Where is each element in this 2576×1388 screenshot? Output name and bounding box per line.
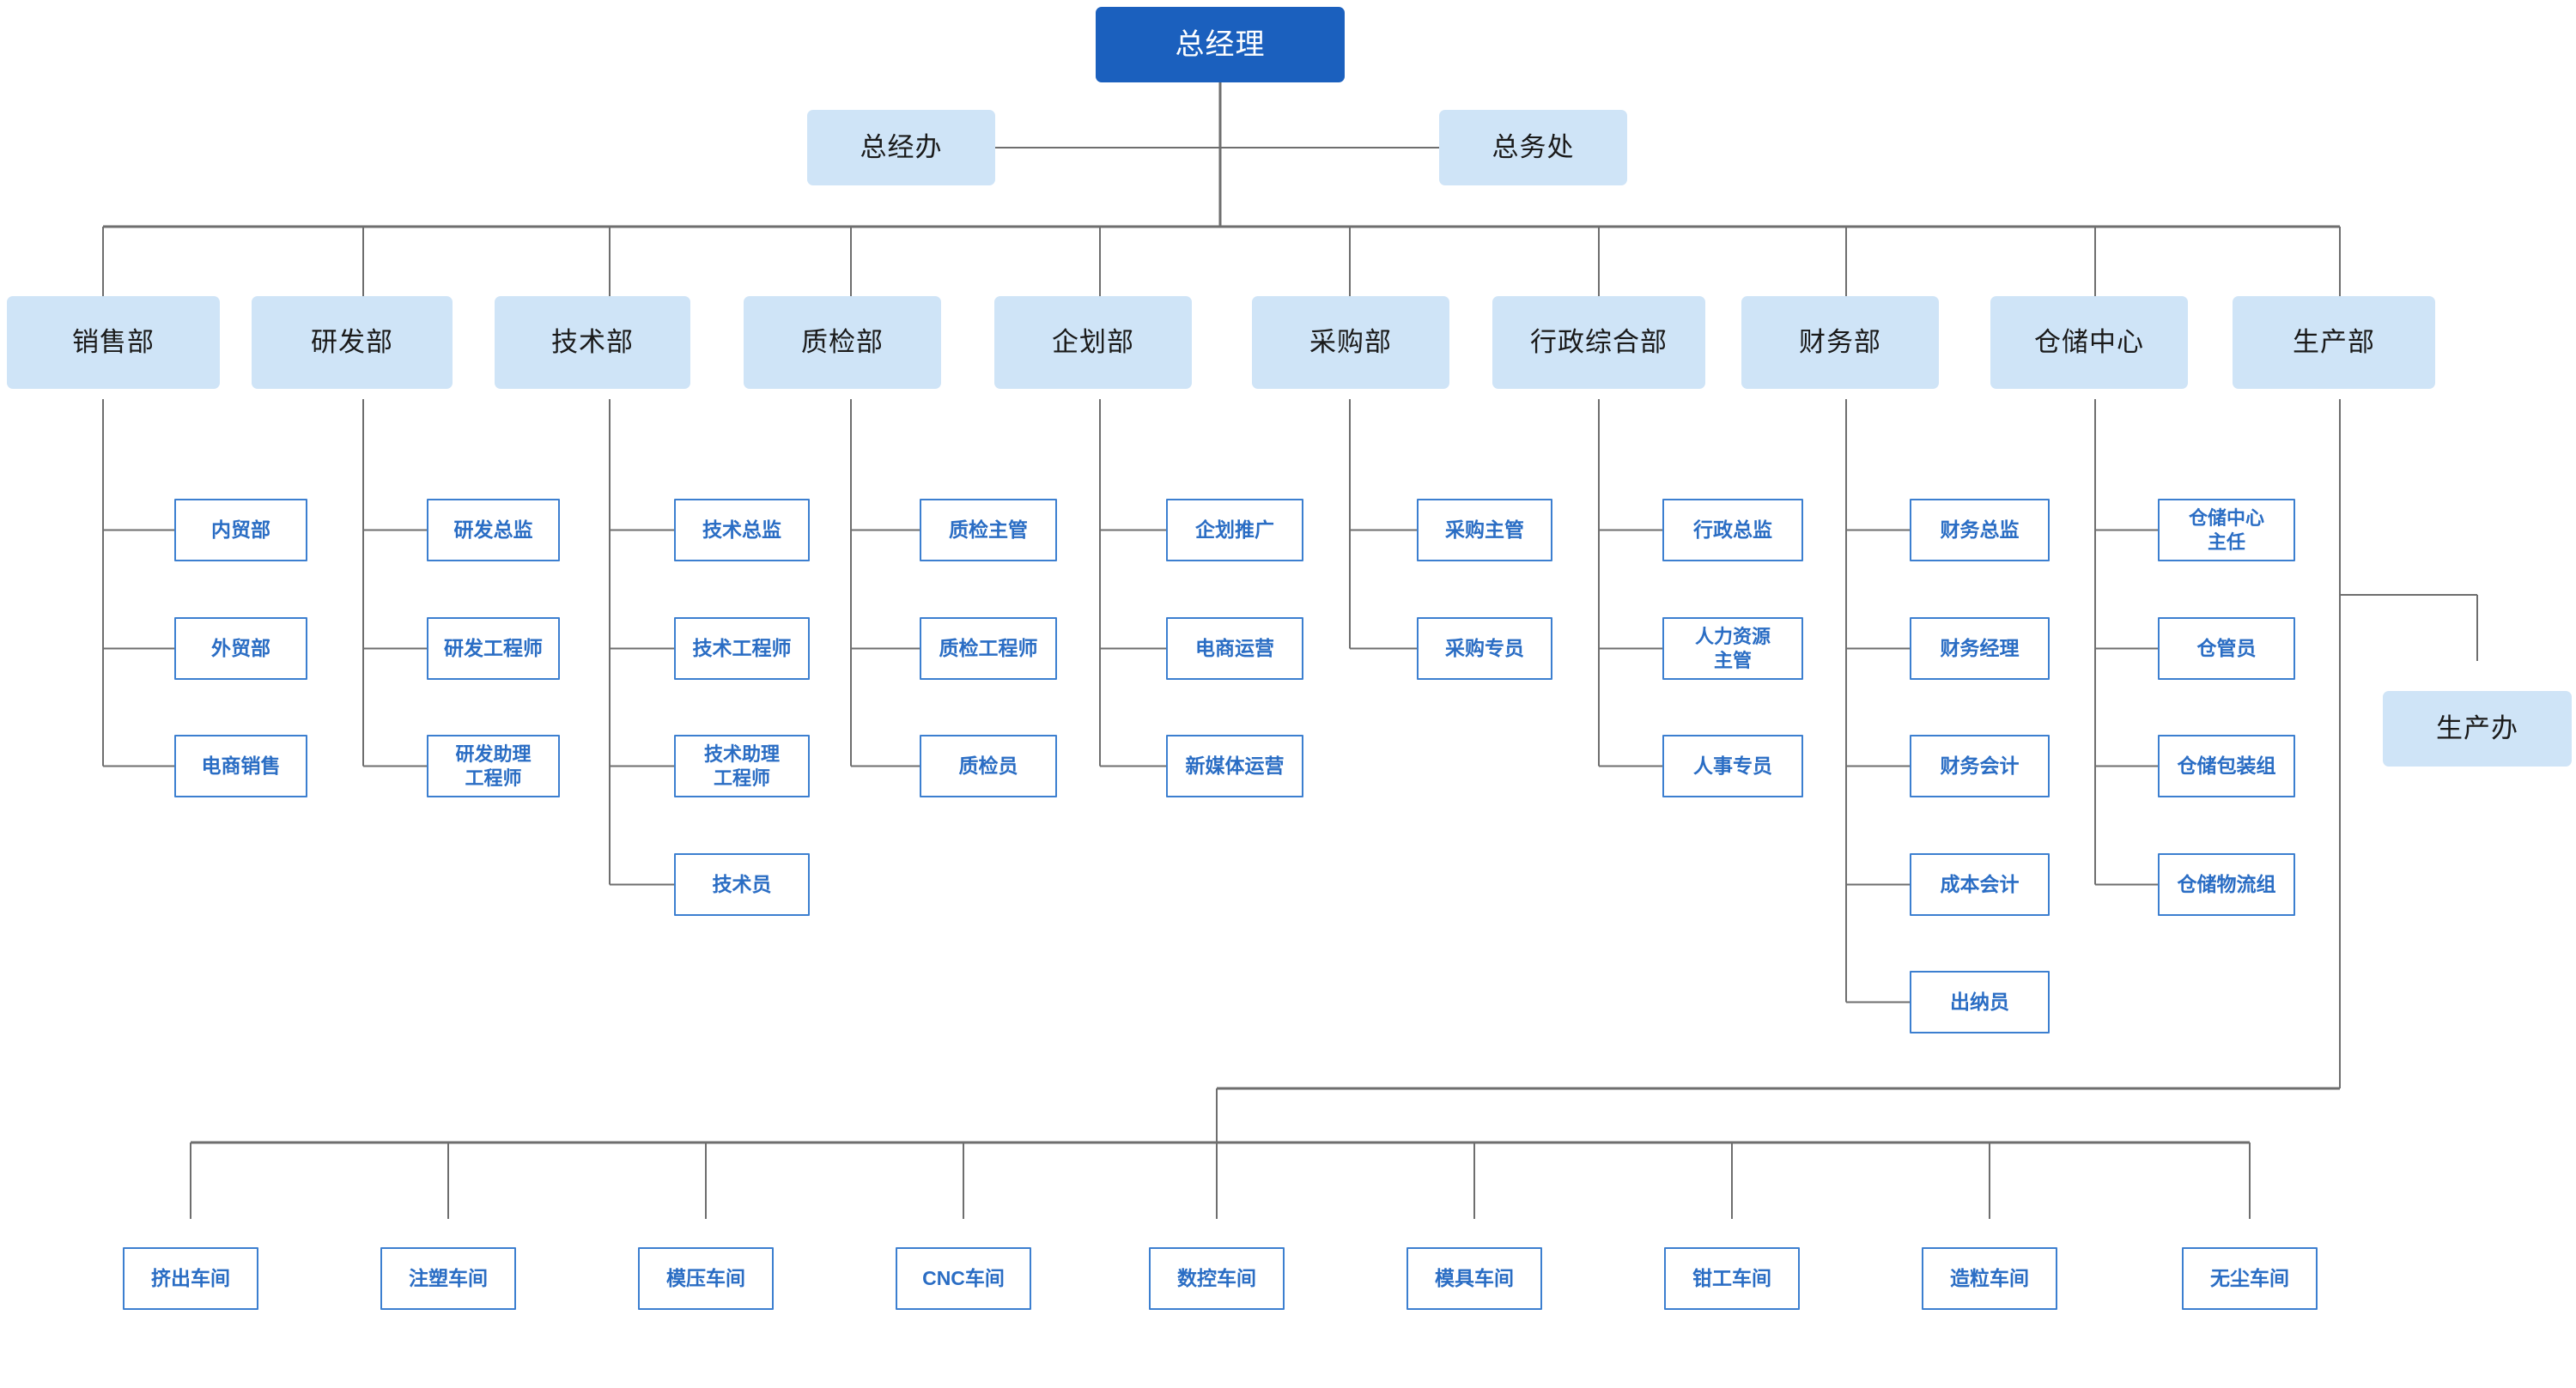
org-node-role-4-0[interactable]: 企划推广 (1166, 499, 1303, 561)
org-node-role-4-2[interactable]: 新媒体运营 (1166, 735, 1303, 797)
org-node-role-7-1[interactable]: 财务经理 (1910, 617, 2050, 680)
org-node-department-5[interactable]: 采购部 (1252, 296, 1449, 389)
org-node-role-2-2[interactable]: 技术助理 工程师 (674, 735, 810, 797)
org-node-role-0-2[interactable]: 电商销售 (174, 735, 307, 797)
org-node-department-3[interactable]: 质检部 (744, 296, 941, 389)
org-node-role-6-2[interactable]: 人事专员 (1662, 735, 1803, 797)
org-node-role-8-0[interactable]: 仓储中心 主任 (2158, 499, 2295, 561)
org-node-staff-office-0[interactable]: 总经办 (807, 110, 995, 185)
org-node-role-7-0[interactable]: 财务总监 (1910, 499, 2050, 561)
org-node-role-3-0[interactable]: 质检主管 (920, 499, 1057, 561)
org-node-department-8[interactable]: 仓储中心 (1990, 296, 2188, 389)
org-node-department-4[interactable]: 企划部 (994, 296, 1192, 389)
org-node-role-2-3[interactable]: 技术员 (674, 853, 810, 916)
org-node-workshop-8[interactable]: 无尘车间 (2182, 1247, 2318, 1310)
org-node-role-7-4[interactable]: 出纳员 (1910, 971, 2050, 1033)
org-node-department-6[interactable]: 行政综合部 (1492, 296, 1705, 389)
org-node-role-7-3[interactable]: 成本会计 (1910, 853, 2050, 916)
org-node-role-8-1[interactable]: 仓管员 (2158, 617, 2295, 680)
org-node-role-1-0[interactable]: 研发总监 (427, 499, 560, 561)
org-node-role-2-1[interactable]: 技术工程师 (674, 617, 810, 680)
org-node-role-1-2[interactable]: 研发助理 工程师 (427, 735, 560, 797)
org-node-department-0[interactable]: 销售部 (7, 296, 220, 389)
org-node-role-0-1[interactable]: 外贸部 (174, 617, 307, 680)
org-node-role-3-1[interactable]: 质检工程师 (920, 617, 1057, 680)
org-node-workshop-5[interactable]: 模具车间 (1406, 1247, 1542, 1310)
org-node-department-2[interactable]: 技术部 (495, 296, 690, 389)
org-node-role-2-0[interactable]: 技术总监 (674, 499, 810, 561)
org-node-role-4-1[interactable]: 电商运营 (1166, 617, 1303, 680)
org-node-workshop-2[interactable]: 模压车间 (638, 1247, 774, 1310)
org-node-role-5-0[interactable]: 采购主管 (1417, 499, 1552, 561)
org-node-role-3-2[interactable]: 质检员 (920, 735, 1057, 797)
org-node-role-8-3[interactable]: 仓储物流组 (2158, 853, 2295, 916)
org-node-root-general-manager[interactable]: 总经理 (1096, 7, 1345, 82)
org-node-role-5-1[interactable]: 采购专员 (1417, 617, 1552, 680)
org-node-workshop-0[interactable]: 挤出车间 (123, 1247, 258, 1310)
org-node-workshop-3[interactable]: CNC车间 (896, 1247, 1031, 1310)
org-node-workshop-7[interactable]: 造粒车间 (1922, 1247, 2057, 1310)
org-node-staff-office-1[interactable]: 总务处 (1439, 110, 1627, 185)
org-node-role-6-0[interactable]: 行政总监 (1662, 499, 1803, 561)
org-node-production-office[interactable]: 生产办 (2383, 691, 2572, 767)
org-node-workshop-4[interactable]: 数控车间 (1149, 1247, 1285, 1310)
org-node-workshop-6[interactable]: 钳工车间 (1664, 1247, 1800, 1310)
org-node-role-7-2[interactable]: 财务会计 (1910, 735, 2050, 797)
org-node-department-1[interactable]: 研发部 (252, 296, 453, 389)
org-node-role-8-2[interactable]: 仓储包装组 (2158, 735, 2295, 797)
org-node-department-7[interactable]: 财务部 (1741, 296, 1939, 389)
org-node-workshop-1[interactable]: 注塑车间 (380, 1247, 516, 1310)
org-node-role-1-1[interactable]: 研发工程师 (427, 617, 560, 680)
org-node-role-0-0[interactable]: 内贸部 (174, 499, 307, 561)
org-node-role-6-1[interactable]: 人力资源 主管 (1662, 617, 1803, 680)
org-node-department-9[interactable]: 生产部 (2233, 296, 2435, 389)
